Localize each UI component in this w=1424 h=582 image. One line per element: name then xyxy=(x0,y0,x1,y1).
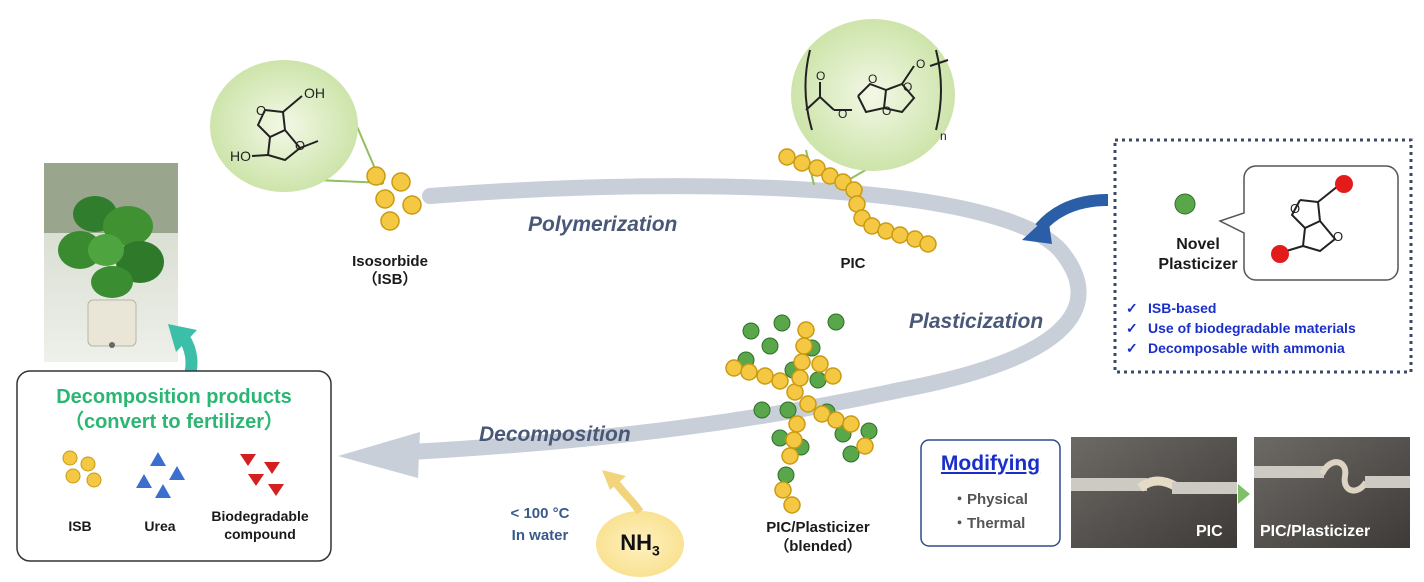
isb-o-2: O xyxy=(295,138,305,153)
isb-bubble xyxy=(210,60,385,192)
plasticizer-dot xyxy=(1174,193,1196,215)
nh3-subscript: 3 xyxy=(651,542,660,559)
nh3-label: NH3 xyxy=(604,530,676,558)
water-condition: In water xyxy=(511,527,569,544)
blend-title: PIC/Plasticizer xyxy=(766,519,870,536)
pic-bubble xyxy=(791,19,955,187)
check-icon: ✓ xyxy=(1126,340,1138,356)
blend-cluster xyxy=(725,313,878,514)
products-title-line1: Decomposition products xyxy=(56,386,292,408)
modifying-physical: ・Physical xyxy=(952,491,1028,508)
pic-o-2: O xyxy=(838,107,847,121)
check-icon: ✓ xyxy=(1126,300,1138,316)
polymerization-label: Polymerization xyxy=(528,213,678,236)
pic-o-4: O xyxy=(882,104,891,118)
plasticizer-box xyxy=(1113,138,1413,374)
pic-chain xyxy=(778,148,937,253)
modifying-list: ・Physical ・Thermal xyxy=(952,488,1028,536)
pic-n: n xyxy=(940,129,947,143)
plast-o-2: O xyxy=(1333,229,1343,244)
plast-o-1: O xyxy=(1290,201,1300,216)
photo-pic-label: PIC xyxy=(1196,523,1223,540)
products-urea-icon xyxy=(136,452,185,498)
product-isb: ISB xyxy=(68,518,92,534)
conditions: < 100 °C In water xyxy=(500,503,580,547)
plant-photo xyxy=(44,163,178,362)
isb-label: Isosorbide （ISB） xyxy=(330,253,450,289)
modifying-title: Modifying xyxy=(940,452,1041,475)
blend-subtitle: （blended） xyxy=(774,538,862,555)
plasticizer-title-line2: Plasticizer xyxy=(1158,256,1238,273)
products-title: Decomposition products （convert to ferti… xyxy=(17,385,331,435)
pic-o-3: O xyxy=(868,72,877,86)
blue-arrow xyxy=(1035,194,1109,232)
feature-item: ✓Use of biodegradable materials xyxy=(1126,320,1356,336)
photo-plasticizer-label: PIC/Plasticizer xyxy=(1260,523,1371,540)
modifying-thermal: ・Thermal xyxy=(952,515,1026,532)
products-biodeg-icon xyxy=(240,454,284,496)
isb-oh: OH xyxy=(304,85,325,101)
blend-label: PIC/Plasticizer （blended） xyxy=(743,518,893,556)
photo-plasticizer xyxy=(1254,437,1410,548)
isb-ho: HO xyxy=(230,148,251,164)
isb-beads xyxy=(366,166,422,231)
decomposition-label: Decomposition xyxy=(479,423,631,446)
plasticizer-features: ✓ISB-based ✓Use of biodegradable materia… xyxy=(1126,298,1356,358)
green-triangle xyxy=(1238,484,1250,504)
products-isb-icon xyxy=(62,450,102,488)
feature-item: ✓Decomposable with ammonia xyxy=(1126,340,1345,356)
pic-o-1: O xyxy=(816,69,825,83)
pic-o-6: O xyxy=(903,80,912,94)
pic-o-5: O xyxy=(916,57,925,71)
nh3-text: NH xyxy=(620,530,652,555)
nh3-bubble xyxy=(596,511,684,577)
cycle-arrow xyxy=(402,178,1087,460)
plasticizer-title: Novel Plasticizer xyxy=(1148,235,1248,275)
temp-condition: < 100 °C xyxy=(510,505,570,522)
speech-bubble xyxy=(1218,165,1399,281)
cycle-arrowhead xyxy=(338,432,420,478)
isb-abbrev: （ISB） xyxy=(362,271,418,288)
feature-item: ✓ISB-based xyxy=(1126,300,1217,316)
pic-label: PIC xyxy=(840,255,866,272)
modifying-box xyxy=(920,439,1061,547)
products-title-line2: （convert to fertilizer） xyxy=(63,411,285,433)
nh3-arrow xyxy=(610,477,644,515)
product-biodegradable-line2: compound xyxy=(224,526,296,542)
plasticizer-title-line1: Novel xyxy=(1176,236,1220,253)
product-urea: Urea xyxy=(144,518,176,534)
product-biodegradable: Biodegradable compound xyxy=(195,507,325,543)
products-box xyxy=(16,370,332,562)
product-biodegradable-line1: Biodegradable xyxy=(211,508,309,524)
isb-o-1: O xyxy=(256,103,266,118)
plasticization-label: Plasticization xyxy=(909,310,1044,333)
photo-pic xyxy=(1071,437,1237,548)
isb-name: Isosorbide xyxy=(352,253,428,270)
check-icon: ✓ xyxy=(1126,320,1138,336)
